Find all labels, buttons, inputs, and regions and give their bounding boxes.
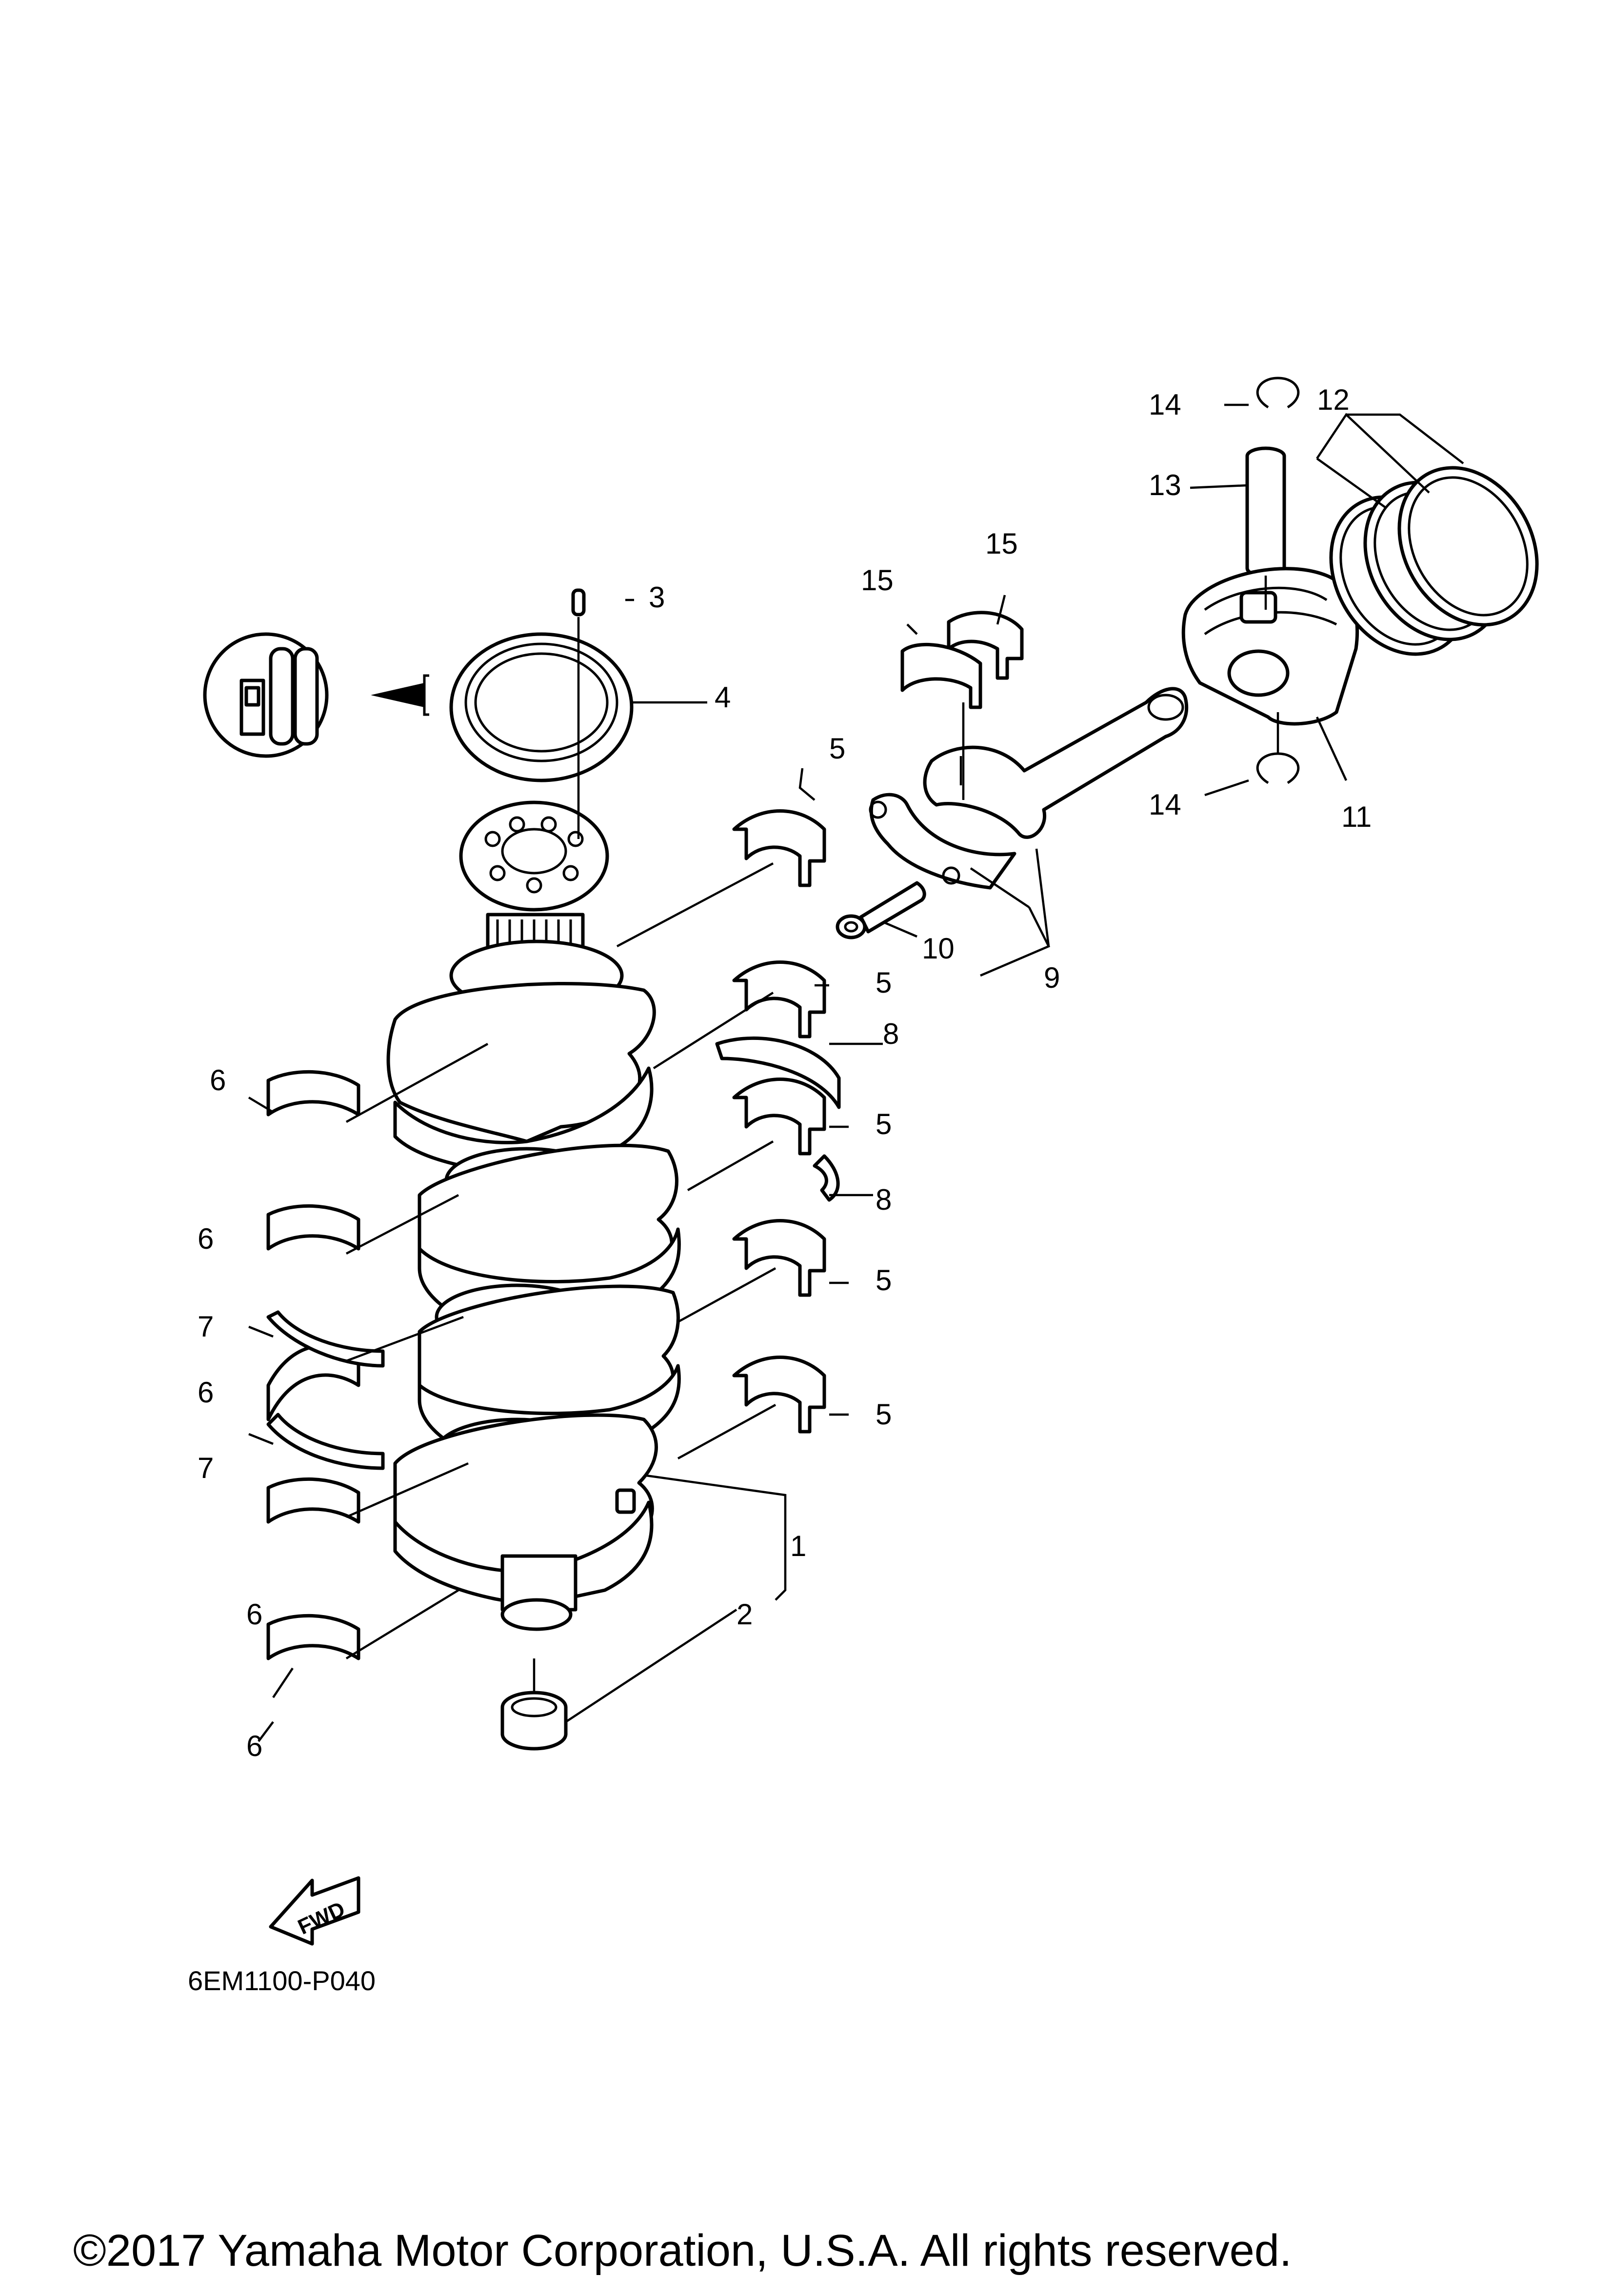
callout-15b: 15 <box>861 564 894 597</box>
callout-13: 13 <box>1149 469 1181 501</box>
callout-15a: 15 <box>985 527 1018 560</box>
callout-11: 11 <box>1341 800 1372 833</box>
crankshaft <box>386 913 681 1631</box>
thrust-washers-left <box>266 1310 385 1470</box>
forward-arrow: FWD <box>269 1876 360 1946</box>
callout-8b: 8 <box>876 1183 892 1216</box>
oil-seal <box>449 632 634 782</box>
callout-14b: 14 <box>1149 788 1181 821</box>
main-bearings-upper <box>732 809 826 1434</box>
callout-5d: 5 <box>876 1264 892 1297</box>
callout-5a: 5 <box>829 732 845 765</box>
seal-detail-inset <box>203 632 429 758</box>
copyright-notice: ©2017 Yamaha Motor Corporation, U.S.A. A… <box>73 2226 1292 2276</box>
callout-10: 10 <box>922 932 955 965</box>
piston <box>1181 567 1359 726</box>
callout-14a: 14 <box>1149 388 1181 421</box>
connecting-rod <box>869 687 1189 890</box>
callout-7a: 7 <box>198 1310 214 1343</box>
piston-rings <box>1329 466 1539 656</box>
callout-5b: 5 <box>876 966 892 999</box>
conrod-bearings <box>900 611 1024 709</box>
callout-6b: 6 <box>198 1222 214 1255</box>
callout-6d: 6 <box>246 1598 262 1631</box>
callout-8a: 8 <box>883 1018 899 1050</box>
leader-lines <box>248 403 1464 1742</box>
diagram-code: 6EM1100-P040 <box>188 1965 376 1996</box>
callout-6a: 6 <box>210 1064 226 1097</box>
callout-6c: 6 <box>198 1376 214 1409</box>
piston-pin-clip-bottom <box>1256 752 1300 784</box>
piston-pin <box>1245 446 1286 578</box>
main-bearings-lower <box>266 1070 360 1660</box>
callout-5c: 5 <box>876 1108 892 1140</box>
callout-6e: 6 <box>246 1730 262 1762</box>
crank-bushing <box>500 1691 568 1751</box>
callout-12: 12 <box>1317 383 1350 416</box>
callout-1: 1 <box>790 1530 806 1562</box>
callout-3: 3 <box>649 581 665 614</box>
callouts: 1 2 3 4 5 5 5 5 5 6 6 6 6 6 7 7 8 8 9 10… <box>198 383 1372 1762</box>
detail-pointer <box>371 683 424 707</box>
dowel-pin <box>571 588 586 617</box>
callout-2: 2 <box>737 1598 753 1631</box>
callout-7b: 7 <box>198 1452 214 1484</box>
callout-5e: 5 <box>876 1398 892 1431</box>
piston-pin-clip-top <box>1256 377 1300 409</box>
callout-9: 9 <box>1044 961 1060 994</box>
thrust-washers <box>715 1036 841 1202</box>
crank-flange <box>459 800 609 912</box>
callout-4: 4 <box>715 681 731 714</box>
conrod-bolt <box>836 881 926 939</box>
